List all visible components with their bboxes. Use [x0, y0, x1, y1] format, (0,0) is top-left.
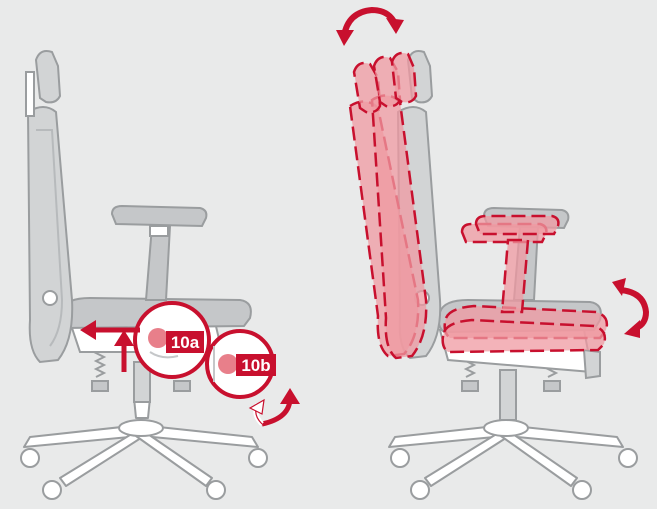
right-chair-base — [389, 420, 623, 486]
right-chair — [336, 10, 646, 499]
recline-highlight — [350, 53, 607, 358]
left-chair-armrest — [112, 206, 206, 300]
callout-10b: 10b — [207, 331, 276, 397]
callout-10a: 10a — [135, 303, 209, 377]
seat-tilt-rotate-arrow-icon — [612, 278, 646, 338]
left-chair-headrest — [36, 51, 60, 102]
left-chair-base — [24, 398, 258, 486]
seat-height-lever-icon — [148, 328, 168, 348]
right-chair-gas-lift — [500, 370, 516, 420]
left-chair-back-pivot — [43, 291, 57, 305]
right-chair-casters — [391, 449, 637, 499]
left-chair-backrest — [28, 107, 72, 362]
left-chair-casters — [21, 449, 267, 499]
callout-10b-label: 10b — [241, 356, 270, 375]
callout-10a-label: 10a — [171, 333, 200, 352]
right-chair-tilt-knob — [584, 350, 600, 378]
recline-rotate-arrow-icon — [336, 10, 404, 46]
left-chair: 10a 10b — [21, 51, 300, 499]
tilt-tension-knob-icon — [218, 354, 238, 374]
